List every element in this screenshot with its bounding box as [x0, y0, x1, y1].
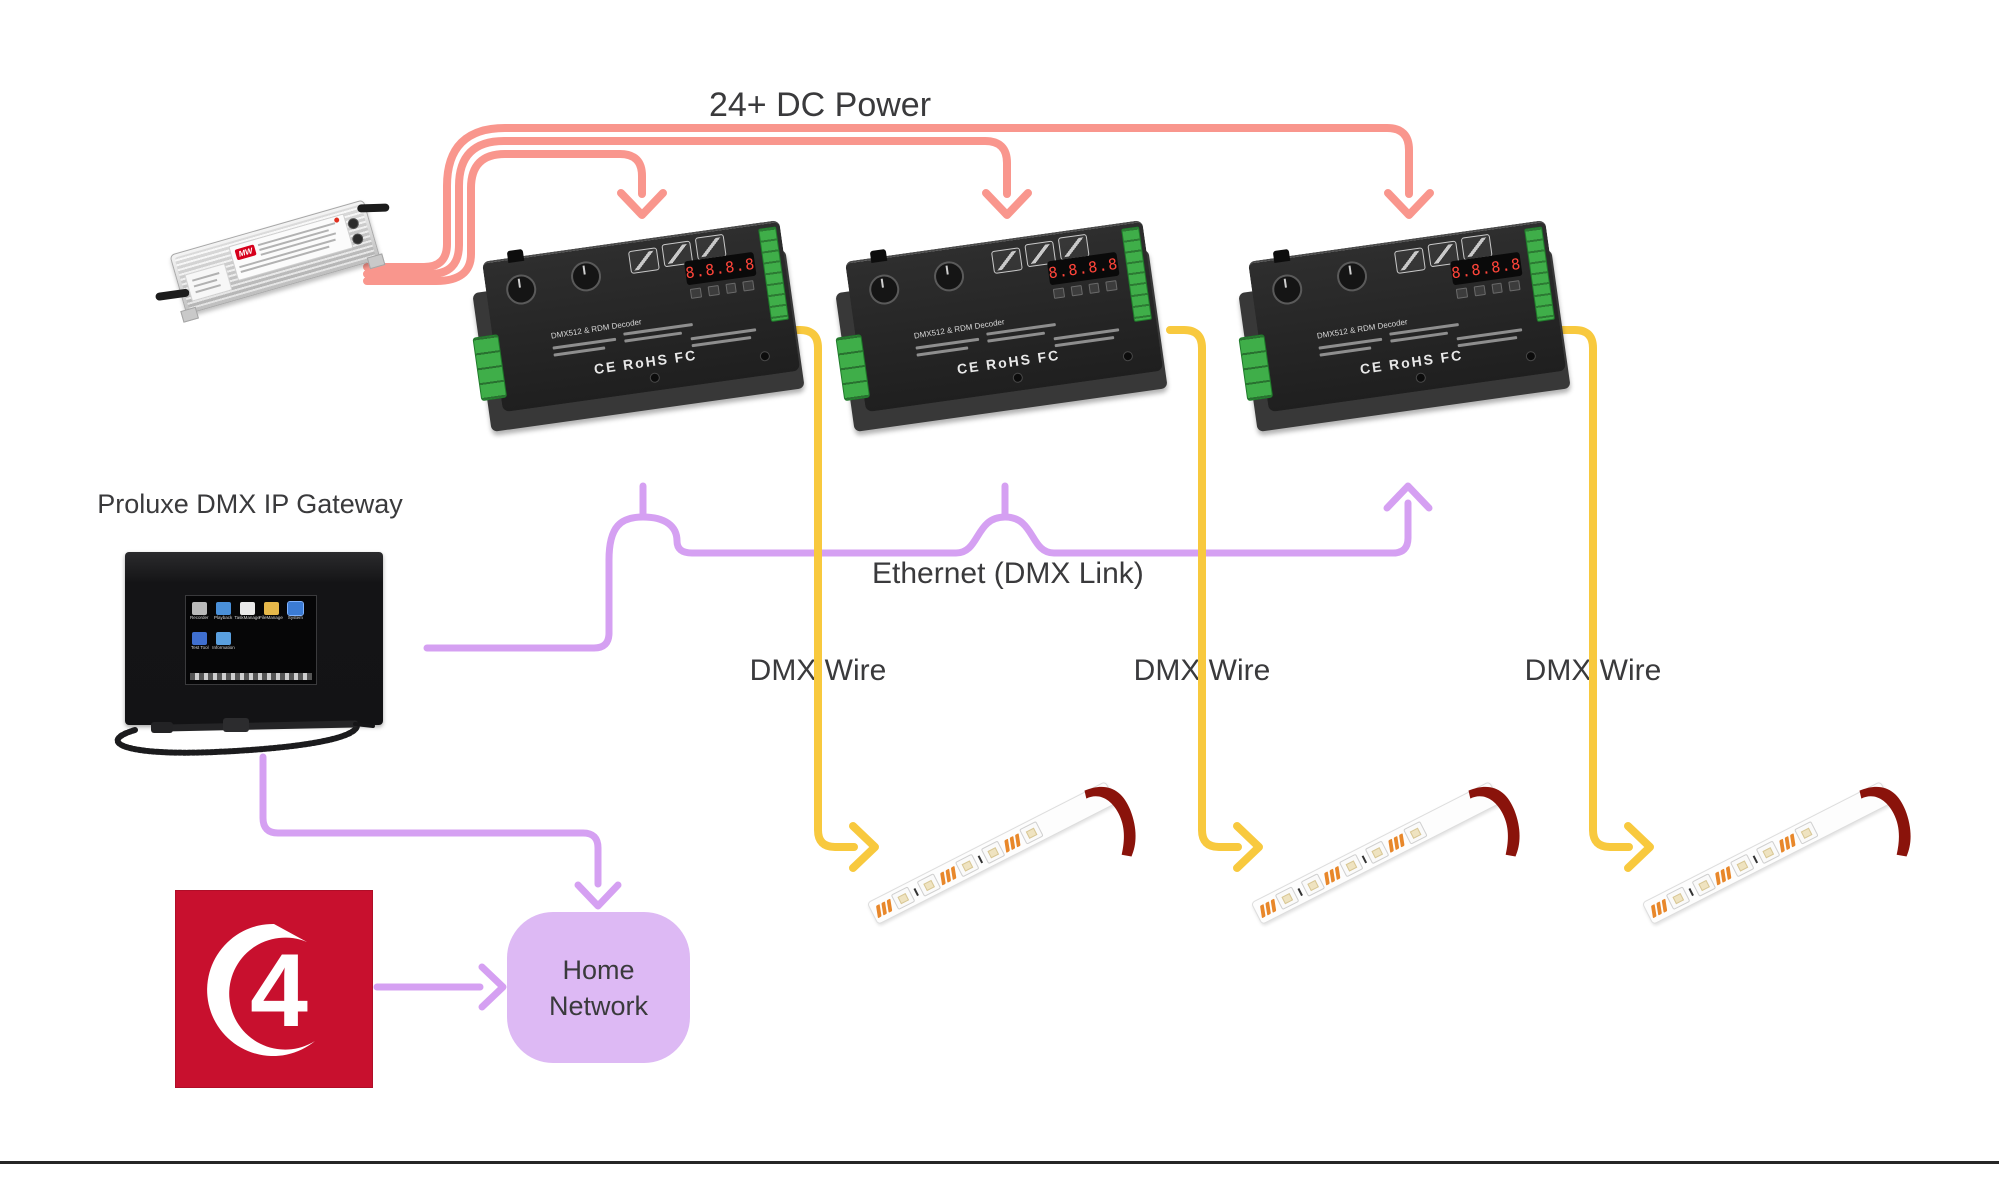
- decoder-title-text: DMX512 & RDM Decoder: [1316, 317, 1409, 341]
- c4-numeral: 4: [250, 933, 308, 1049]
- dc-power-label: 24+ DC Power: [708, 86, 932, 124]
- playback-icon: [216, 602, 231, 615]
- decoder-cert-text: CE RoHS FC: [1358, 346, 1465, 378]
- decoder-dial-2: [569, 259, 603, 294]
- decoder-screw: [1415, 372, 1427, 384]
- decoder-dial-1: [867, 272, 902, 307]
- gateway-body: Recorder Playback TaskManage FileManage …: [125, 552, 383, 725]
- icon-label: Playback: [214, 615, 233, 621]
- strip-tail: [1084, 786, 1136, 857]
- decoder-icon-graphic-1: [990, 247, 1023, 275]
- icon-label: Recorder: [190, 615, 209, 621]
- led-strip-1: [866, 781, 1168, 940]
- dmx-ip-gateway: Recorder Playback TaskManage FileManage …: [114, 552, 383, 756]
- decoder-cert-text: CE RoHS FC: [592, 346, 699, 378]
- icon-label: TaskManage: [234, 615, 261, 621]
- bottom-divider: [0, 1161, 1999, 1164]
- strip-tail: [1468, 786, 1520, 857]
- taskmanage-icon: [240, 602, 255, 615]
- recorder-icon: [192, 602, 207, 615]
- decoder-dial-2: [1335, 259, 1369, 294]
- led-strip-body: [1250, 781, 1520, 925]
- decoder-antenna-knob: [1272, 248, 1291, 264]
- icon-label: FileManage: [259, 615, 284, 621]
- information-icon: [216, 632, 231, 645]
- decoder-dial-1: [504, 272, 539, 307]
- home-network-node: Home Network: [507, 912, 690, 1063]
- dmx-decoder-2: 8.8.8.8 DMX512 & RDM Decoder CE RoHS FC: [835, 219, 1168, 432]
- psu-output-cable: [357, 203, 390, 213]
- psu-flange-right: [366, 253, 386, 270]
- control4-logo: 4: [175, 890, 373, 1088]
- decoder-icon-graphic-1: [1393, 247, 1426, 275]
- decoder-screw: [649, 372, 661, 384]
- ethernet-link-line: [259, 482, 1433, 1011]
- decoder-display-value: 8.8.8.8: [1047, 254, 1120, 283]
- gateway-icon-row-1: Recorder Playback TaskManage FileManage …: [190, 601, 304, 622]
- decoder-screw: [1012, 372, 1024, 384]
- decoder-antenna-knob: [506, 248, 525, 264]
- decoder-display-value: 8.8.8.8: [1450, 254, 1523, 283]
- led-strip-3: [1641, 781, 1943, 940]
- decoder-title-text: DMX512 & RDM Decoder: [550, 317, 643, 341]
- decoder-antenna-knob: [869, 248, 888, 264]
- dmx-decoder-3: 8.8.8.8 DMX512 & RDM Decoder CE RoHS FC: [1238, 219, 1571, 432]
- decoder-output-terminals: [758, 226, 790, 323]
- decoder-output-terminals: [1121, 226, 1153, 323]
- control4-glyph: 4: [207, 923, 315, 1056]
- decoder-screw: [759, 350, 771, 362]
- led-strip-body: [1641, 781, 1911, 925]
- gateway-label: Proluxe DMX IP Gateway: [97, 489, 403, 519]
- power-supply-body: MW: [155, 199, 390, 323]
- test-tool-icon: [192, 632, 207, 645]
- led-strip-body: [866, 781, 1136, 925]
- meanwell-logo: MW: [234, 244, 257, 261]
- system-icon: [287, 601, 304, 616]
- gateway-icon-row-2: Test Tool Information: [190, 632, 235, 652]
- led-strip-2: [1250, 781, 1552, 940]
- decoder-screw: [1525, 350, 1537, 362]
- dmx-decoder-1: 8.8.8.8 DMX512 & RDM Decoder CE RoHS FC: [472, 219, 805, 432]
- dc-power-lines: [363, 124, 1434, 285]
- decoder-dial-2: [932, 259, 966, 294]
- decoder-screw: [1122, 350, 1134, 362]
- decoder-dial-1: [1270, 272, 1305, 307]
- gateway-stylus-cable: [114, 718, 375, 756]
- ethernet-label: Ethernet (DMX Link): [872, 557, 1144, 590]
- icon-label: Test Tool: [190, 645, 209, 651]
- icon-label: Information: [212, 645, 235, 651]
- filemanage-icon: [264, 602, 279, 615]
- power-supply: MW: [155, 199, 390, 328]
- psu-flange-left: [180, 306, 199, 323]
- strip-tail: [1859, 786, 1911, 857]
- home-network-line2: Network: [548, 990, 649, 1021]
- gateway-screen: Recorder Playback TaskManage FileManage …: [185, 595, 317, 685]
- decoder-output-terminals: [1524, 226, 1556, 323]
- decoder-cert-text: CE RoHS FC: [955, 346, 1062, 378]
- home-network-line1: Home: [562, 954, 635, 985]
- decoder-title-text: DMX512 & RDM Decoder: [913, 317, 1006, 341]
- c4-swoosh: [207, 923, 315, 1056]
- icon-label: System: [287, 615, 303, 621]
- dmx-wires: [782, 326, 1654, 872]
- decoder-icon-graphic-1: [627, 247, 660, 275]
- gateway-status-bar: [190, 673, 312, 680]
- decoder-display-value: 8.8.8.8: [684, 254, 757, 283]
